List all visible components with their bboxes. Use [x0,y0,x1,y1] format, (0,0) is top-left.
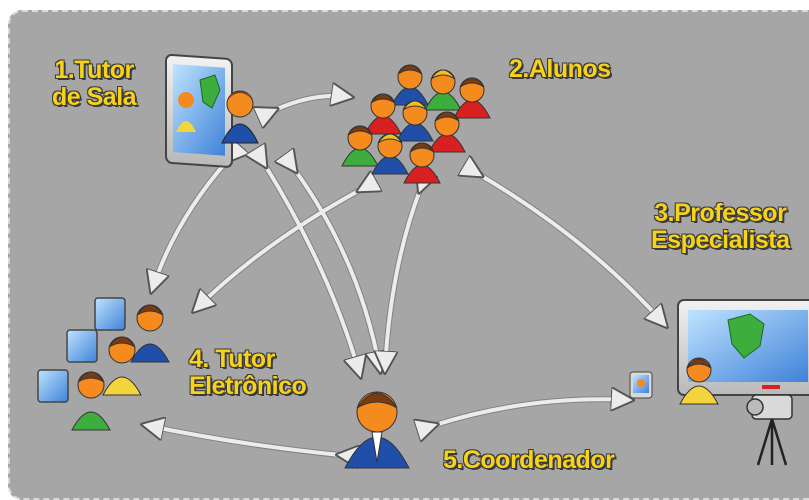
coordinator-icon [344,391,410,469]
label-coordenador: 5.Coordenador [443,446,615,474]
teacher-person-icon [679,357,719,405]
small-monitor-icon [629,371,653,399]
camera-icon [746,394,793,466]
label-professor: 3.Professor Especialista [651,199,790,254]
computer-operators-icon [37,297,170,431]
connection-arrows [145,96,665,455]
label-tutor-eletronico: 4. Tutor Eletrônico [189,345,307,400]
diagram-canvas: 1.Tutor de Sala 2.Alunos 3.Professor Esp… [8,10,809,500]
label-tutor-sala: 1.Tutor de Sala [52,56,137,111]
students-group-icon [341,64,491,184]
label-alunos: 2.Alunos [509,55,611,83]
classroom-screen-icon [165,54,259,168]
teacher-screen-icon [677,299,809,405]
diagram-graphics [37,54,809,488]
tutor-person-icon [221,90,259,144]
